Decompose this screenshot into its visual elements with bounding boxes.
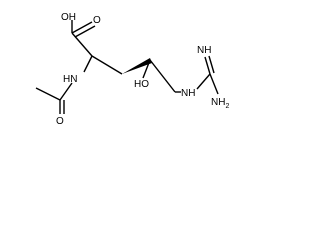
bond-c4-c5 <box>149 59 176 93</box>
bond-c2-n <box>83 55 93 73</box>
structural-formula-diagram: OH O HN O HO NH NH NH2 <box>35 12 229 127</box>
bond-c2-c3 <box>91 55 123 75</box>
bond-skeleton <box>35 20 219 114</box>
bond-c1-c2 <box>71 32 93 57</box>
bond-c1-o-double-b <box>74 25 96 38</box>
bond-c1-o-double-a <box>71 21 93 34</box>
carboxyl-oh-label: OH <box>61 12 76 23</box>
bond-acyl-methyl <box>35 87 61 101</box>
bond-n-cguan <box>196 73 211 90</box>
stereo-wedge-bond <box>122 58 152 74</box>
bond-cguan-nh2 <box>209 73 219 95</box>
bond-cguan-nh-double-a <box>204 56 211 75</box>
guanidine-nh-link-label: NH <box>181 88 195 99</box>
bond-n-c-acyl <box>59 82 73 101</box>
amide-nh-label: HN <box>63 74 77 85</box>
guanidine-nh2-label: NH2 <box>211 97 229 110</box>
nh2-subscript: 2 <box>225 103 229 110</box>
bond-c4-oh <box>142 59 151 79</box>
hydroxyl-label: HO <box>134 79 149 90</box>
bond-cguan-nh-double-b <box>208 55 215 74</box>
carboxyl-o-label: O <box>93 15 101 26</box>
nh2-text: NH <box>211 97 225 108</box>
atom-labels: OH O HN O HO NH NH NH2 <box>56 12 229 127</box>
guanidine-imine-label: NH <box>197 45 211 56</box>
amide-o-label: O <box>56 116 64 127</box>
